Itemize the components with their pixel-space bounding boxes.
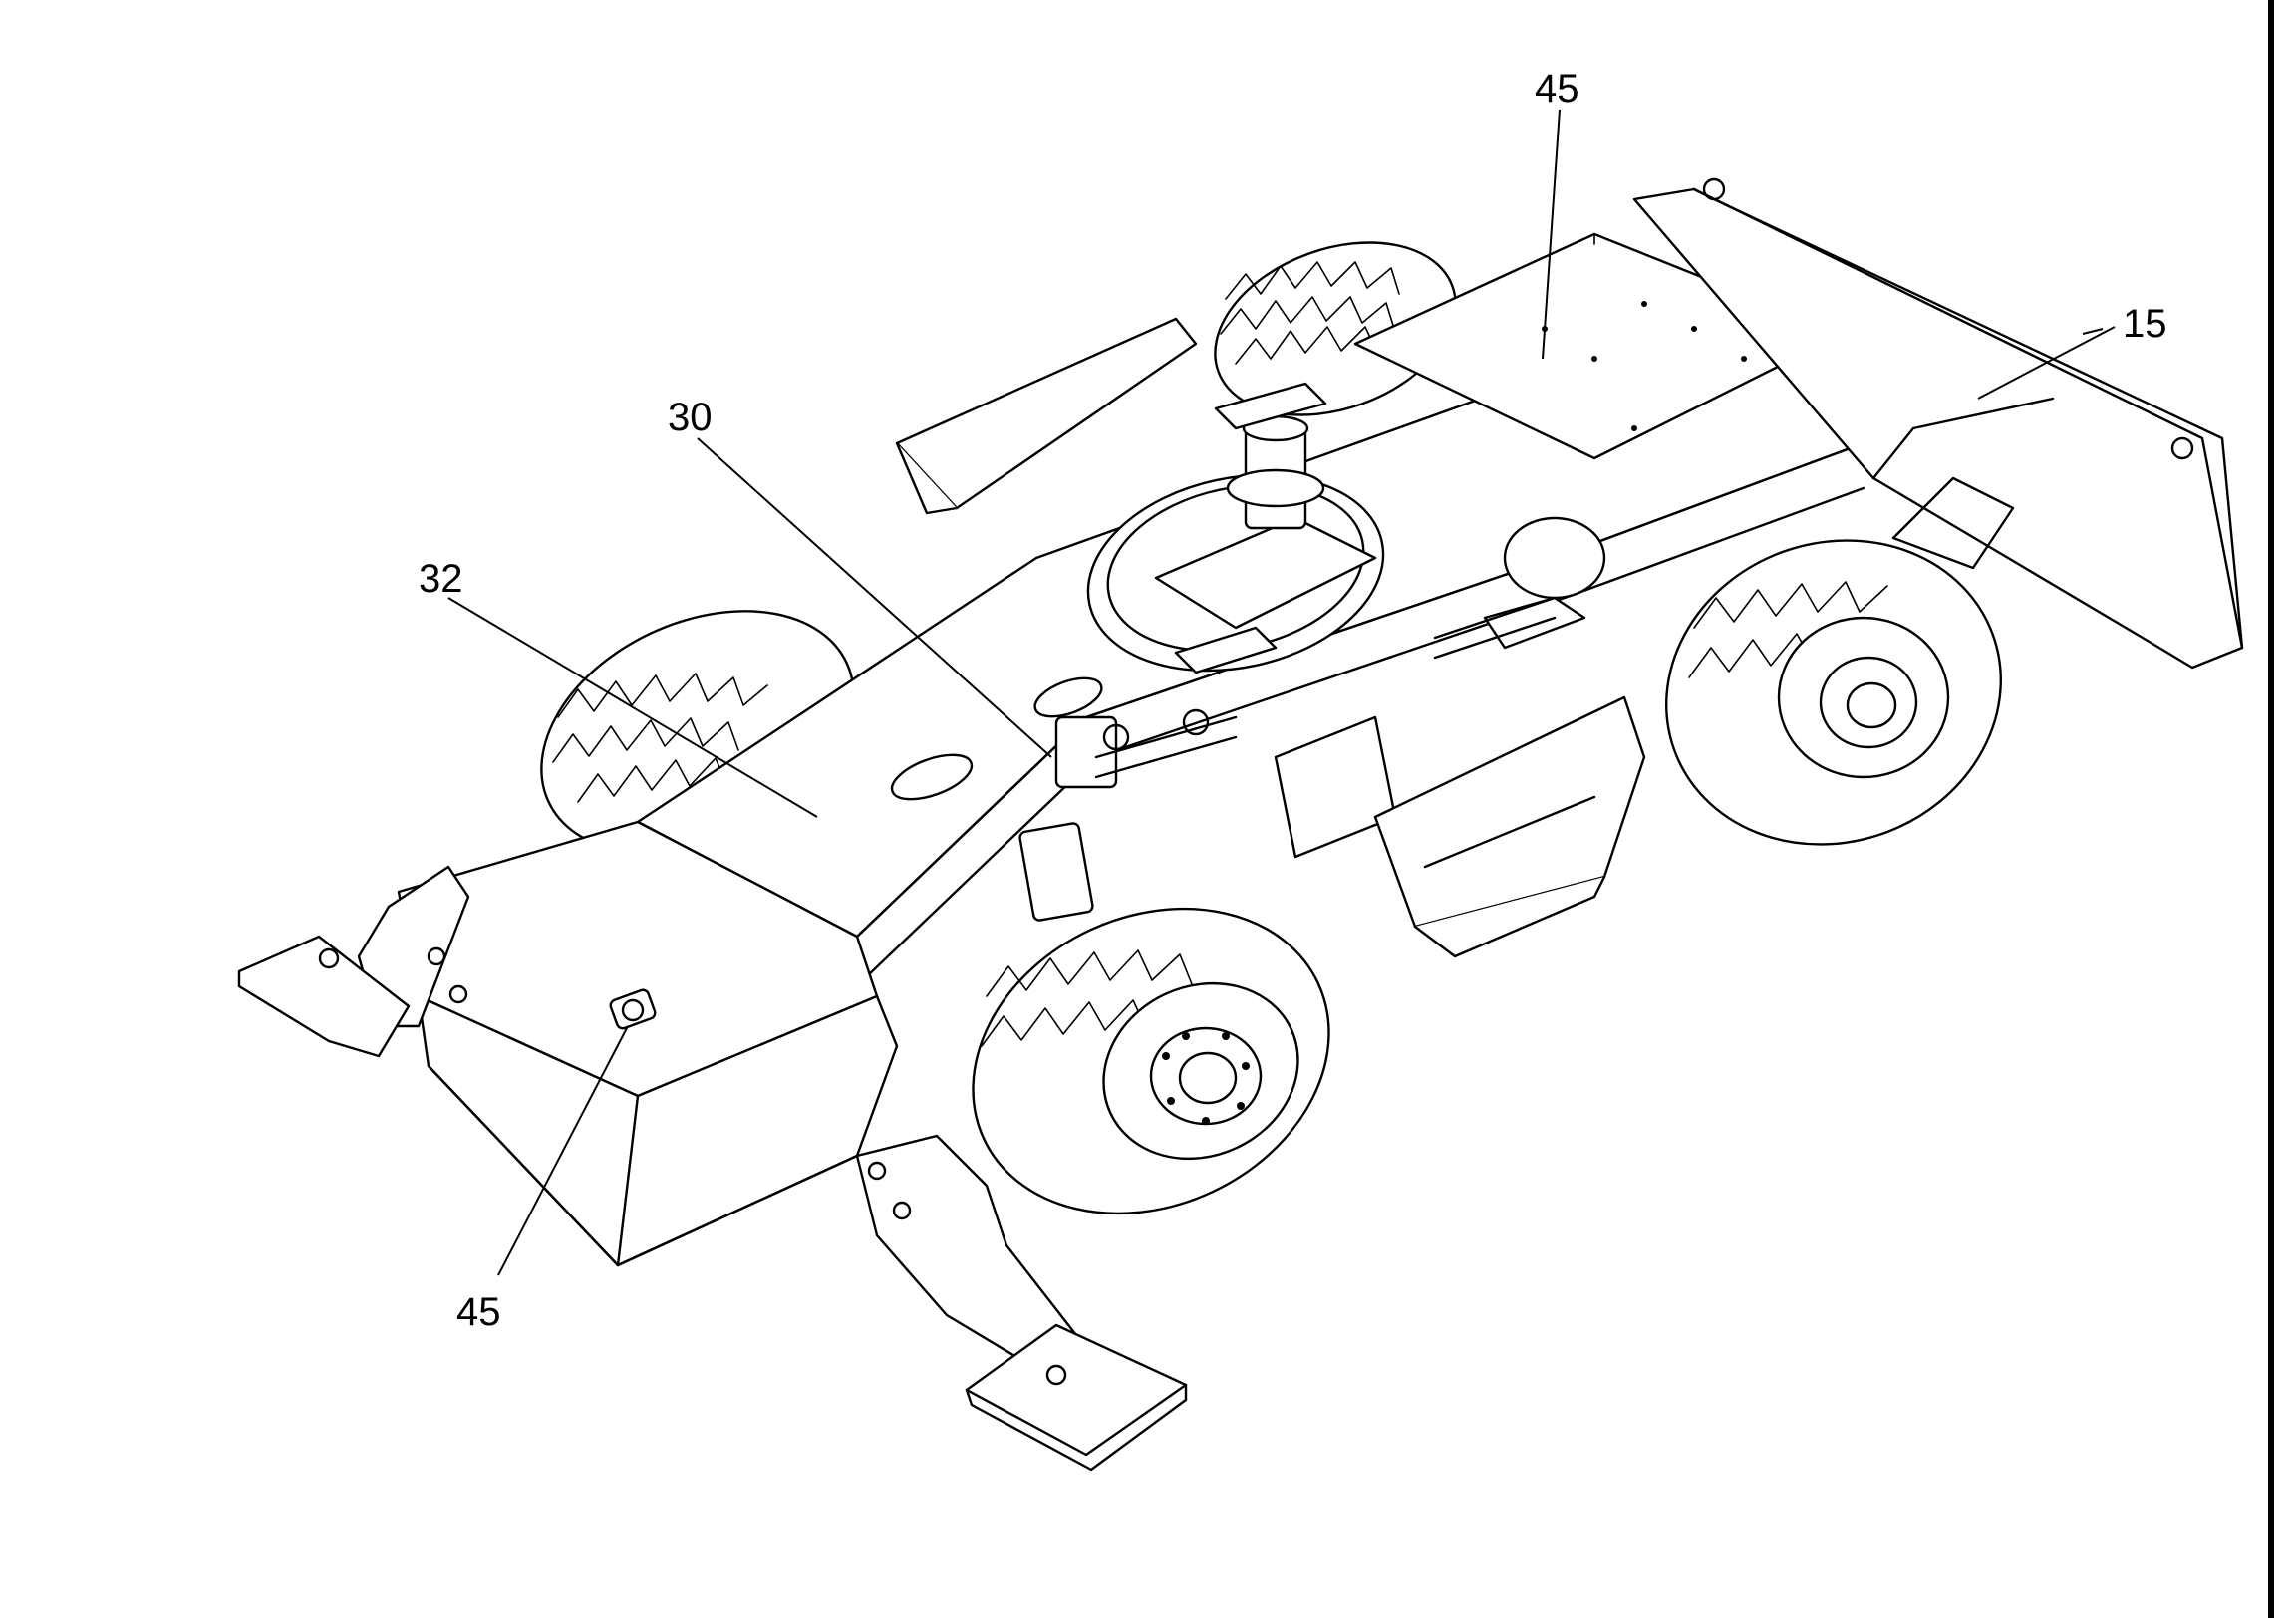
callout-32: 32 xyxy=(419,557,818,818)
callout-30: 30 xyxy=(668,396,1052,758)
svg-text:45: 45 xyxy=(456,1290,501,1334)
callout-45-bottom: 45 xyxy=(456,1025,629,1334)
rear-axle xyxy=(1433,516,1606,660)
dozer-blade xyxy=(1632,177,2244,670)
svg-text:45: 45 xyxy=(1535,67,1579,111)
rear-right-tire xyxy=(1665,539,2002,846)
rear-left-tire xyxy=(1214,241,1457,416)
slewing-ring xyxy=(1086,382,1385,674)
rear-outrigger xyxy=(1274,695,1646,958)
left-rear-outrigger xyxy=(895,317,1198,515)
front-right-tire xyxy=(972,907,1330,1215)
callout-45-top: 45 xyxy=(1535,67,1579,360)
steering-cylinder-assembly xyxy=(1018,708,1238,922)
svg-text:32: 32 xyxy=(419,557,463,601)
page-edge-bar xyxy=(2268,0,2274,1618)
tow-eye xyxy=(609,988,657,1030)
callout-15: 15 xyxy=(1977,302,2167,400)
svg-text:15: 15 xyxy=(2123,302,2167,346)
front-outrigger-beam xyxy=(237,820,1188,1472)
svg-text:30: 30 xyxy=(668,396,713,439)
